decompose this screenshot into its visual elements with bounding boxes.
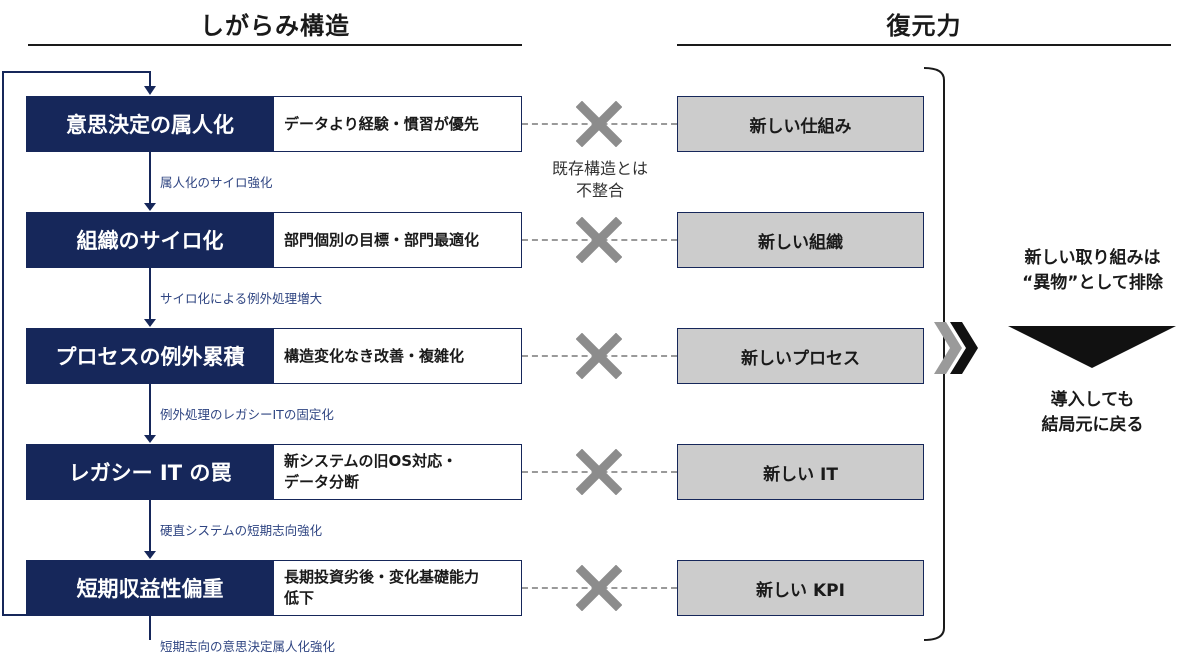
row-label-2: 組織のサイロ化 (26, 212, 274, 268)
row-label-3: プロセスの例外累積 (26, 328, 274, 384)
x-mark-icon (576, 565, 622, 611)
arrow-down-icon (144, 435, 156, 443)
row-label-1: 意思決定の属人化 (26, 96, 274, 152)
mismatch-note: 既存構造とは 不整合 (551, 159, 648, 201)
new-box-3: 新しいプロセス (677, 328, 924, 384)
row-desc-3: 構造変化なき改善・複雑化 (274, 328, 522, 384)
row-desc-4: 新システムの旧OS対応・ データ分断 (274, 444, 522, 500)
header-right-title: 復元力 (886, 12, 962, 40)
loop-arrowhead-icon (144, 86, 156, 95)
connector-label-3: 例外処理のレガシーITの固定化 (160, 407, 334, 422)
right-bottom-text: 導入しても 結局元に戻る (1041, 390, 1144, 435)
arrow-down-icon (144, 551, 156, 559)
arrow-down-icon (144, 203, 156, 211)
x-mark-icon (576, 333, 622, 379)
connector-label-1: 属人化のサイロ強化 (160, 175, 273, 190)
feedback-loop (2, 71, 156, 616)
row-desc-2: 部門個別の目標・部門最適化 (274, 212, 522, 268)
row-desc-1: データより経験・慣習が優先 (274, 96, 522, 152)
connector-label-2: サイロ化による例外処理増大 (160, 291, 323, 306)
new-box-1: 新しい仕組み (677, 96, 924, 152)
row-label-4: レガシー IT の罠 (26, 444, 274, 500)
header-right-rule (677, 44, 1171, 46)
new-box-5: 新しい KPI (677, 560, 924, 616)
row-label-5: 短期収益性偏重 (26, 560, 274, 616)
right-bracket (923, 67, 945, 641)
double-chevron-right-icon (934, 322, 978, 374)
right-top-text: 新しい取り組みは “異物”として排除 (1022, 248, 1163, 293)
x-mark-icon (576, 449, 622, 495)
down-triangle-icon (1008, 326, 1176, 368)
row-desc-5: 長期投資劣後・変化基礎能力 低下 (274, 560, 522, 616)
arrow-down-icon (144, 319, 156, 327)
new-box-4: 新しい IT (677, 444, 924, 500)
new-box-2: 新しい組織 (677, 212, 924, 268)
connector-label-5: 短期志向の意思決定属人化強化 (160, 639, 336, 654)
down-arrows (144, 152, 156, 640)
x-mark-icon (576, 101, 622, 147)
header-left-title: しがらみ構造 (200, 12, 350, 40)
connector-label-4: 硬直システムの短期志向強化 (160, 523, 323, 538)
x-mark-icon (576, 217, 622, 263)
header-left-rule (28, 44, 522, 46)
